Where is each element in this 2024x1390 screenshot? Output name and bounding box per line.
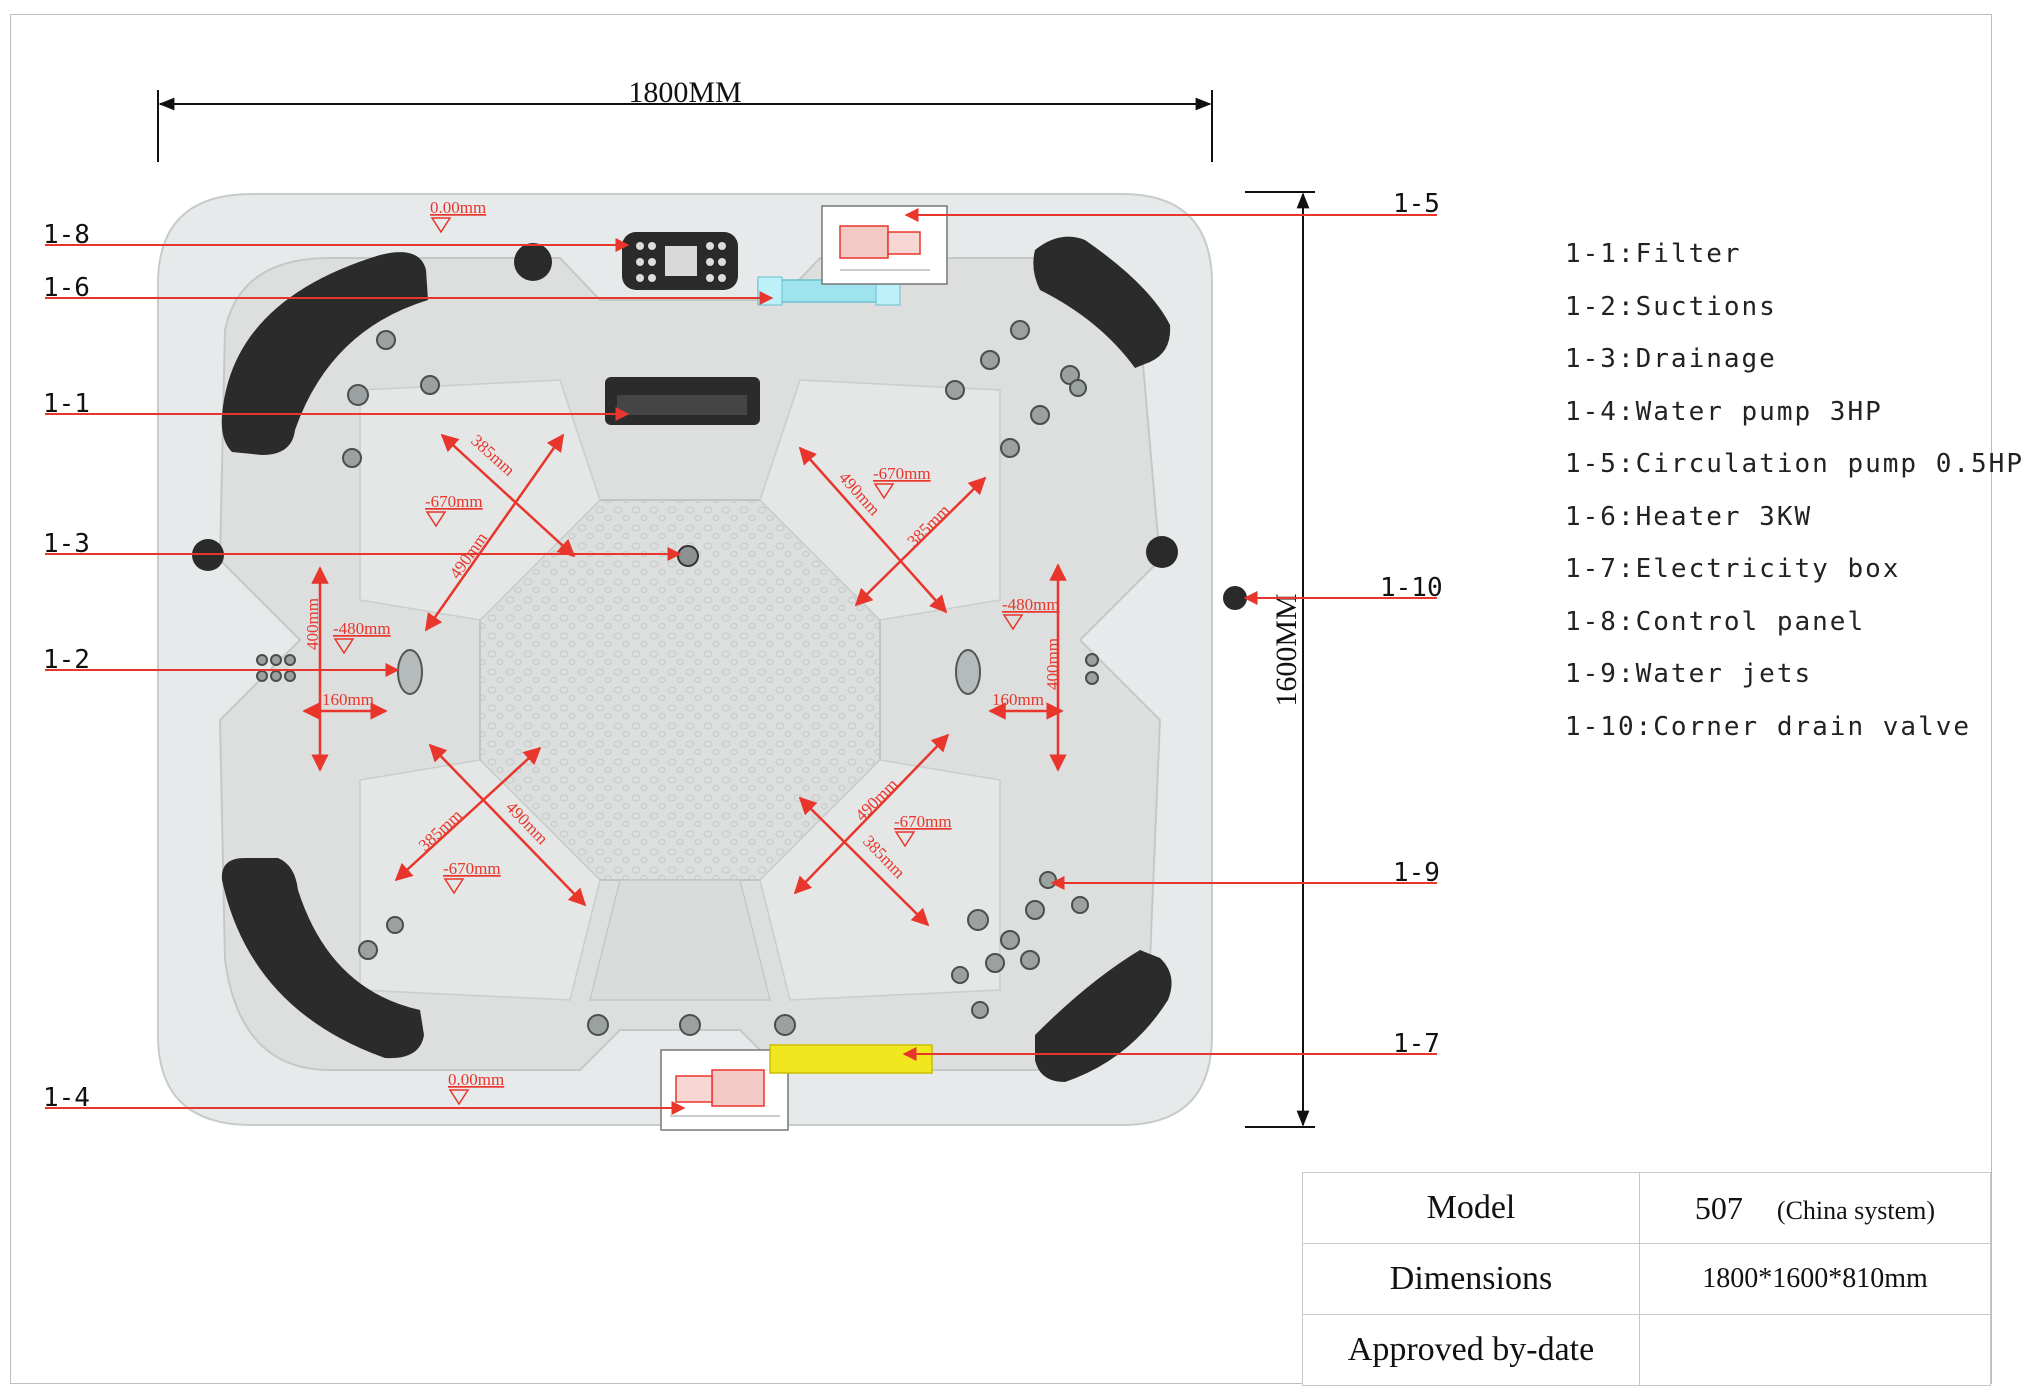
- spec-row-approved: Approved by-date: [1302, 1314, 1991, 1386]
- height-label: 1600MM: [1270, 593, 1303, 706]
- legend-item-water-pump: 1-4:Water pump 3HP: [1565, 396, 1883, 427]
- callout-1-9: 1-9: [1393, 858, 1440, 888]
- d160-left: 160mm: [322, 690, 374, 709]
- component-legend: 1-1:Filter 1-2:Suctions 1-3:Drainage 1-4…: [1565, 228, 2024, 753]
- pop-up-top: [514, 243, 552, 281]
- level-top-label: 0.00mm: [430, 198, 486, 217]
- width-label: 1800MM: [628, 76, 741, 109]
- approved-value: [1639, 1314, 1991, 1386]
- model-label: Model: [1302, 1172, 1640, 1244]
- level-bottom-label: 0.00mm: [448, 1070, 504, 1089]
- pop-up-right: [1146, 536, 1178, 568]
- callout-1-7: 1-7: [1393, 1029, 1440, 1059]
- drawing-frame: [10, 14, 1992, 1384]
- callout-1-2: 1-2: [43, 645, 90, 675]
- callout-1-6: 1-6: [43, 273, 90, 303]
- spec-row-model: Model 507 (China system): [1302, 1172, 1991, 1244]
- pillow-top-left: [221, 252, 428, 455]
- callout-1-8: 1-8: [43, 220, 90, 250]
- legend-item-filter: 1-1:Filter: [1565, 239, 1742, 269]
- pillow-bottom-left: [221, 858, 424, 1059]
- side-level-right: -480mm: [1002, 595, 1060, 614]
- side-level-left: -480mm: [333, 619, 391, 638]
- height-dimension: 1600MM: [1245, 191, 1315, 1128]
- corner-drain-valve: [1223, 586, 1247, 610]
- d400-left: 400mm: [303, 598, 322, 650]
- suction-right: [955, 649, 981, 695]
- callout-1-3: 1-3: [43, 529, 90, 559]
- pillow-top-right: [1033, 236, 1171, 368]
- circulation-pump-icon: [821, 205, 948, 285]
- d400-right: 400mm: [1043, 638, 1062, 690]
- callout-1-10: 1-10: [1380, 573, 1443, 603]
- legend-item-suctions: 1-2:Suctions: [1565, 291, 1777, 322]
- seat-level-tr: -670mm: [873, 464, 931, 483]
- jets: [256, 320, 1099, 1036]
- legend-item-heater: 1-6:Heater 3KW: [1565, 501, 1813, 532]
- drain: [677, 545, 699, 567]
- d160-right: 160mm: [992, 690, 1044, 709]
- legend-item-water-jets: 1-9:Water jets: [1565, 659, 1813, 689]
- callout-numbers: 1-8 1-6 1-1 1-3 1-2 1-4 1-5 1-10 1-9 1-7: [43, 189, 1443, 1113]
- water-pump-icon: [660, 1049, 789, 1131]
- electricity-box-icon: [769, 1044, 933, 1074]
- legend-item-drainage: 1-3:Drainage: [1565, 344, 1777, 374]
- seat-level-bl: -670mm: [443, 859, 501, 878]
- model-value: 507: [1694, 1189, 1743, 1226]
- filter-skimmer: [605, 377, 760, 425]
- callout-1-1: 1-1: [43, 389, 90, 419]
- dimensions-value: 1800*1600*810mm: [1639, 1243, 1991, 1315]
- model-cell: 507 (China system): [1639, 1172, 1991, 1244]
- model-note: (China system): [1776, 1195, 1936, 1225]
- seat-level-br: -670mm: [894, 812, 952, 831]
- control-panel-icon: [622, 232, 738, 290]
- callout-1-5: 1-5: [1393, 189, 1440, 219]
- legend-item-circulation-pump: 1-5:Circulation pump 0.5HP: [1565, 449, 2024, 479]
- spec-row-dimensions: Dimensions 1800*1600*810mm: [1302, 1243, 1991, 1315]
- pillows: [221, 236, 1172, 1082]
- approved-label: Approved by-date: [1302, 1314, 1640, 1386]
- callout-1-4: 1-4: [43, 1083, 90, 1113]
- dimensions-label: Dimensions: [1302, 1243, 1640, 1315]
- legend-item-corner-drain-valve: 1-10:Corner drain valve: [1565, 711, 1972, 742]
- spec-table: Model 507 (China system) Dimensions 1800*…: [1302, 1172, 1991, 1386]
- suction-left: [397, 649, 423, 695]
- width-dimension: 1800MM: [157, 76, 1213, 162]
- legend-item-electricity-box: 1-7:Electricity box: [1565, 554, 1901, 584]
- step: [589, 879, 771, 1001]
- callout-leaders: [45, 208, 1437, 1115]
- legend-item-control-panel: 1-8:Control panel: [1565, 606, 1866, 637]
- pillow-bottom-right: [1035, 950, 1172, 1082]
- seat-level-tl: -670mm: [425, 492, 483, 511]
